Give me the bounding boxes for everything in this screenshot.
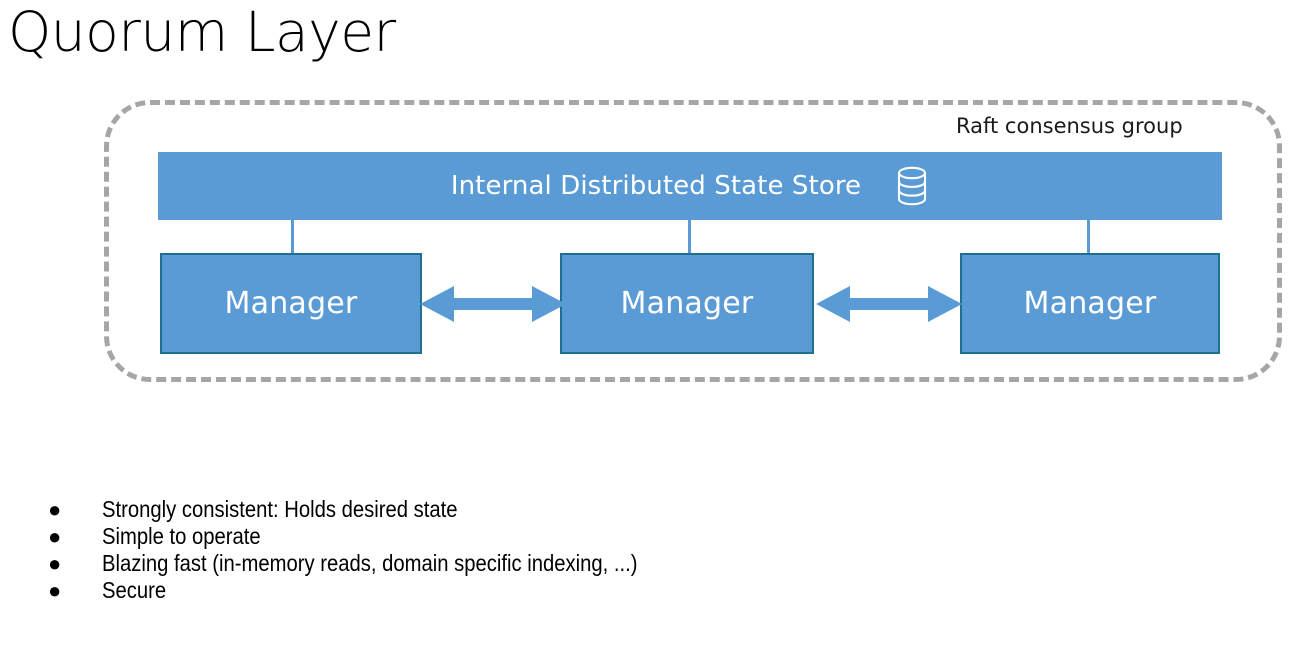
list-item: ● Strongly consistent: Holds desired sta…: [44, 496, 1244, 523]
manager-node-2-label: Manager: [620, 286, 754, 321]
raft-consensus-group-label: Raft consensus group: [950, 113, 1189, 139]
manager-node-1-label: Manager: [224, 286, 358, 321]
manager-node-1: Manager: [160, 253, 422, 354]
manager-node-3-label: Manager: [1023, 286, 1157, 321]
database-icon: [895, 166, 929, 206]
connector-state-store-to-manager-2: [688, 220, 691, 254]
bullet-marker-icon: ●: [48, 524, 62, 549]
connector-state-store-to-manager-3: [1087, 220, 1090, 254]
double-arrow-manager-1-manager-2: [420, 281, 566, 327]
connector-state-store-to-manager-1: [291, 220, 294, 254]
list-item: ● Simple to operate: [44, 523, 1244, 550]
feature-bullet-list: ● Strongly consistent: Holds desired sta…: [44, 496, 1244, 604]
state-store-label: Internal Distributed State Store: [450, 171, 862, 201]
list-item-label: Secure: [102, 577, 167, 603]
list-item-label: Simple to operate: [102, 523, 261, 549]
internal-distributed-state-store: Internal Distributed State Store: [158, 152, 1222, 220]
list-item-label: Strongly consistent: Holds desired state: [102, 496, 458, 522]
manager-node-3: Manager: [960, 253, 1220, 354]
bullet-marker-icon: ●: [48, 578, 62, 603]
bullet-marker-icon: ●: [48, 497, 62, 522]
page-title: Quorum Layer: [8, 0, 396, 64]
raft-consensus-group-boundary: [104, 100, 1282, 382]
bullet-marker-icon: ●: [48, 551, 62, 576]
list-item: ● Secure: [44, 577, 1244, 604]
quorum-layer-diagram: Raft consensus group Internal Distribute…: [104, 100, 1282, 382]
list-item: ● Blazing fast (in-memory reads, domain …: [44, 550, 1244, 577]
list-item-label: Blazing fast (in-memory reads, domain sp…: [102, 550, 638, 576]
double-arrow-manager-2-manager-3: [816, 281, 962, 327]
manager-node-2: Manager: [560, 253, 814, 354]
